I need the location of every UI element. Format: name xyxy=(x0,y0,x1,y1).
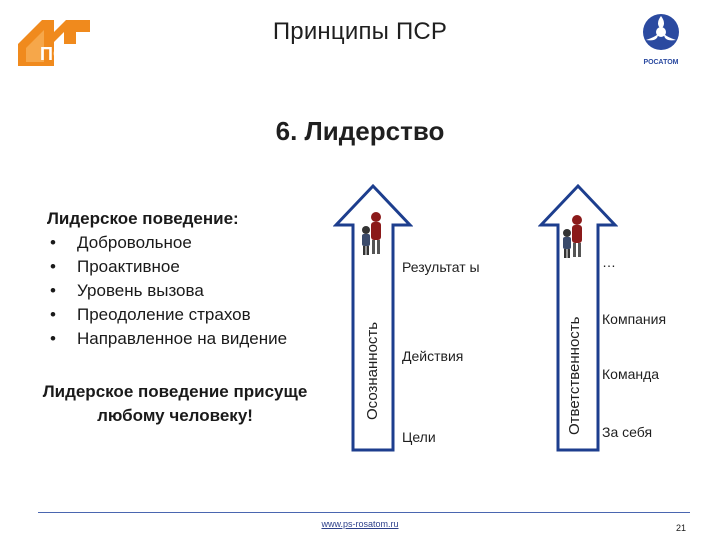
slide-title: Принципы ПСР xyxy=(272,18,448,45)
responsibility-label: Ответственность xyxy=(566,316,583,436)
step-results: Результат ы xyxy=(402,259,480,275)
step-self: За себя xyxy=(602,424,653,440)
rosatom-logo: РОСАТОМ xyxy=(643,14,679,66)
leadership-lead: Лидерское поведение: xyxy=(47,209,239,228)
awareness-label: Осознанность xyxy=(364,321,381,420)
footer-divider xyxy=(38,512,690,513)
people-figures-icon xyxy=(563,215,582,258)
page-number: 21 xyxy=(675,523,686,533)
step-goals: Цели xyxy=(402,429,436,445)
awareness-arrow xyxy=(333,183,413,452)
list-item: Добровольное xyxy=(47,231,287,255)
list-item: Направленное на видение xyxy=(47,327,287,351)
list-item: Преодоление страхов xyxy=(47,303,287,327)
responsibility-arrow xyxy=(538,183,618,452)
psr-logo: ПСР xyxy=(18,20,90,66)
leadership-conclusion: Лидерское поведение присуще любому челов… xyxy=(42,382,308,425)
footer-link[interactable]: www.ps-rosatom.ru xyxy=(321,519,399,529)
people-figures-icon xyxy=(362,212,381,255)
leadership-bullets: Добровольное Проактивное Уровень вызова … xyxy=(47,231,287,351)
section-title: 6. Лидерство xyxy=(275,116,445,146)
list-item: Уровень вызова xyxy=(47,279,287,303)
step-company: Компания xyxy=(602,311,667,327)
step-actions: Действия xyxy=(402,348,464,364)
step-team: Команда xyxy=(602,366,660,382)
step-ellipsis: … xyxy=(602,254,616,270)
rosatom-logo-text: РОСАТОМ xyxy=(644,59,679,66)
list-item: Проактивное xyxy=(47,255,287,279)
psr-logo-text: ПСР xyxy=(40,44,78,64)
